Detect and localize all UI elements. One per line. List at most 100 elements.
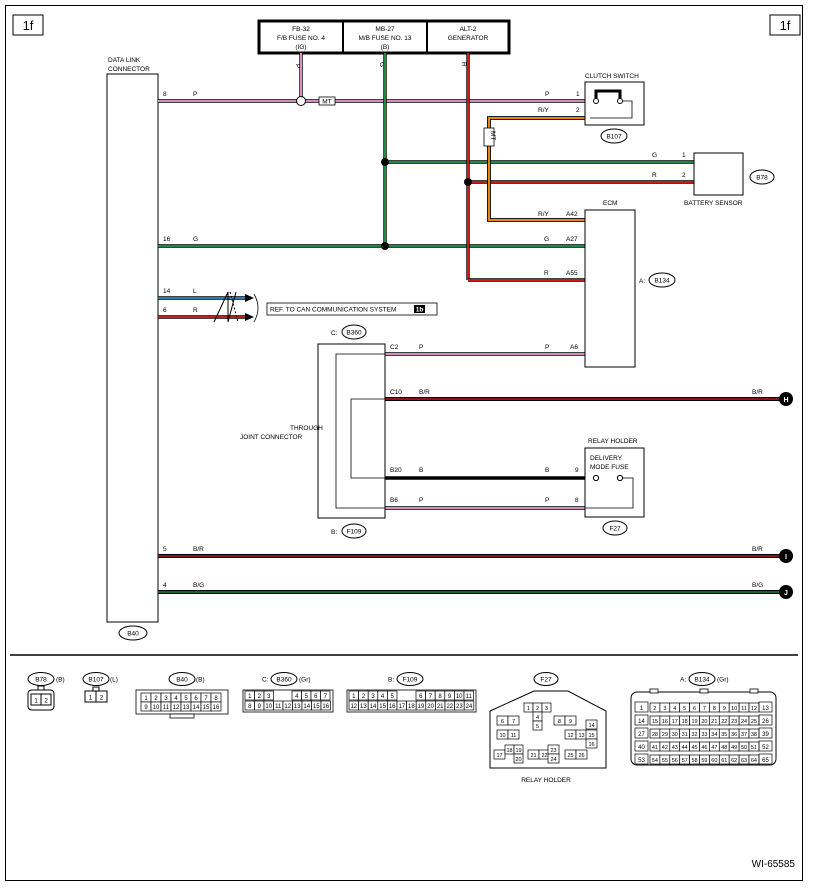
legend-b134-tab-1	[649, 688, 659, 694]
joint-b-id: F109	[347, 529, 362, 536]
relay-holder-box	[584, 447, 645, 518]
legend-b134-pin-label: 38	[751, 732, 757, 738]
legend-f109-cell	[387, 690, 398, 701]
dlc-wire-r: R	[193, 307, 198, 314]
legend-f27-pin-label: 4	[536, 715, 539, 721]
legend-b360-pin-label: 15	[313, 704, 320, 710]
legend-b134-pin-label: 3	[663, 706, 666, 712]
legend-f27-pin-label: 16	[588, 742, 594, 748]
legend-f109-pin-label: 4	[381, 694, 385, 700]
legend-b134-pin-label: 12	[751, 706, 757, 712]
legend-f27-pin-label: 18	[506, 748, 512, 754]
battery-sensor	[693, 152, 744, 196]
legend-b134-pin-label: 31	[682, 732, 688, 738]
fuse-alt2-line2: GENERATOR	[448, 35, 489, 42]
legend-b134-pin-label: 39	[762, 732, 769, 738]
joint-c-badge	[341, 324, 367, 340]
can-ref-badge: 1b	[416, 307, 424, 314]
splice-open	[296, 96, 306, 106]
legend-b107-pin-2: 2	[100, 695, 104, 702]
joint-wire-br: B/R	[419, 389, 430, 396]
battery-connector-id: B78	[756, 175, 768, 182]
legend-b134-pin-label: 26	[762, 719, 769, 725]
joint-wire-b: B	[419, 467, 423, 474]
legend-f109-badge	[396, 672, 424, 686]
ecm-pin-a27: A27	[566, 236, 578, 243]
legend-b360-pin-label: 5	[305, 694, 309, 700]
figure-code: WI-65585	[752, 859, 796, 870]
legend-f109-pin-label: 24	[466, 704, 473, 710]
legend-b134-pin-label: 29	[662, 732, 668, 738]
legend-b134-pin-label: 59	[701, 758, 707, 764]
legend-f27-pin-label: 13	[578, 733, 584, 739]
legend-b360-pin-label: 10	[265, 704, 272, 710]
dlc-pin-5: 5	[163, 546, 167, 553]
offpage-i-wire: B/R	[752, 546, 763, 553]
joint-pin-c2: C2	[390, 344, 399, 351]
relay-fuse-terminal-1	[592, 474, 600, 482]
legend-b134-pin-label: 34	[711, 732, 717, 738]
legend-b134-cell	[634, 740, 649, 752]
mt-tag	[318, 96, 336, 106]
joint-pin-c10: C10	[390, 389, 402, 396]
legend-b134-pin-label: 43	[672, 745, 678, 751]
battery-pin-1: 1	[682, 152, 686, 159]
legend-b40-badge	[168, 672, 196, 686]
legend-f27-pin-label: 23	[550, 748, 556, 754]
legend-b134-pin-label: 52	[762, 745, 769, 751]
clutch-wire-ry: R/Y	[538, 107, 550, 114]
legend-b134-pin-label: 58	[691, 758, 697, 764]
mt-label: MT	[322, 99, 331, 106]
legend-f27-pin-label: 19	[515, 748, 521, 754]
legend-b360-name: B360	[276, 677, 292, 684]
dlc-pin-16: 16	[163, 236, 171, 243]
legend-b134-pin-label: 33	[701, 732, 707, 738]
ecm-wire-ry: R/Y	[538, 211, 550, 218]
ecm-connector-badge	[648, 272, 676, 288]
wire-label-fuse-r: R	[460, 62, 467, 67]
legend-b78-pin-2: 2	[44, 698, 48, 705]
legend-b360-pin-label: 3	[267, 694, 271, 700]
legend-f27-cell	[541, 702, 552, 713]
legend-b134-pin-label: 10	[731, 706, 737, 712]
relay-pin-8: 8	[575, 497, 579, 504]
legend-f109-pin-label: 2	[362, 694, 366, 700]
legend-b134-pin-label: 11	[741, 706, 747, 712]
data-link-connector	[106, 73, 159, 623]
legend-f27-pin-label: 1	[527, 706, 530, 712]
dlc-title-1: DATA LINK	[108, 57, 141, 64]
legend-f27-cell	[493, 749, 506, 760]
legend-f27-pin-label: 5	[536, 724, 539, 730]
legend-b40-latch	[169, 713, 195, 719]
dlc-pin-4: 4	[163, 582, 167, 589]
legend-b360-pin-label: 7	[324, 694, 328, 700]
legend-b134-pin-label: 16	[662, 719, 668, 725]
legend-f27-cell	[564, 715, 577, 726]
legend-b360-cell	[263, 690, 274, 701]
joint-pin-b6: B6	[390, 497, 398, 504]
legend-f27-cell	[547, 753, 560, 764]
legend-b134-pin-label: 28	[652, 732, 658, 738]
dlc-connector-id: B40	[127, 631, 139, 638]
legend-b134-pin-label: 61	[721, 758, 727, 764]
legend-f109-cell	[463, 700, 475, 711]
can-ref-text: REF. TO CAN COMMUNICATION SYSTEM	[270, 307, 396, 314]
legend-f27-pin-label: 12	[567, 733, 573, 739]
relay-wire-p: P	[545, 497, 549, 504]
legend-b360-prefix: C:	[262, 677, 269, 684]
legend-b107-tab	[92, 686, 100, 692]
legend-b134-pin-label: 4	[673, 706, 676, 712]
fuse-fb32-line1: FB-32	[292, 26, 310, 33]
legend-b40-pin-label: 9	[144, 705, 148, 711]
can-arrow-1	[245, 294, 254, 302]
legend-b134-pin-label: 45	[691, 745, 697, 751]
relay-fuse-line2: MODE FUSE	[590, 464, 629, 471]
fuse-mb27-line3: (B)	[381, 44, 390, 51]
relay-connector-id: F27	[609, 526, 621, 533]
legend-b134-pin-label: 64	[751, 758, 757, 764]
wire-ry	[487, 116, 590, 222]
dlc-pin-6: 6	[163, 307, 167, 314]
legend-b78-name: B78	[35, 677, 47, 684]
legend-f27-pin-label: 14	[588, 723, 594, 729]
clutch-wire-p: P	[545, 91, 549, 98]
